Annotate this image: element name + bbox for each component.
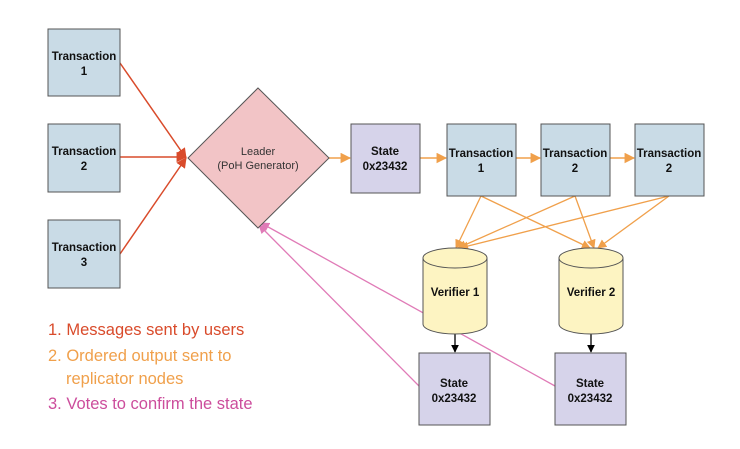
legend-item-ordered-output-continued: replicator nodes [66, 370, 183, 388]
arrow-out-tx1-to-verifier2 [480, 195, 591, 249]
verifier-2-state: State 0x23432 [554, 352, 627, 426]
legend: 1. Messages sent by users 2. Ordered out… [48, 321, 253, 413]
arrow-out-tx2-to-verifier1 [457, 195, 576, 249]
output-transaction-2: Transaction 2 [540, 123, 611, 197]
verifier-1-state-label: State [440, 378, 468, 390]
output-state-hash: 0x23432 [363, 161, 408, 173]
verifier-1: Verifier 1 [422, 247, 488, 335]
output-transaction-1-label: Transaction [449, 148, 514, 160]
verifier-2-state-label: State [576, 378, 604, 390]
verifier-1-state: State 0x23432 [418, 352, 491, 426]
leader-node: Leader (PoH Generator) [187, 87, 330, 229]
arrow-out-tx3-to-verifier2 [597, 195, 670, 249]
arrow-tx3-to-leader [119, 157, 187, 255]
input-transaction-1-number: 1 [81, 66, 88, 78]
verifier-2-state-hash: 0x23432 [568, 393, 613, 405]
input-transaction-2: Transaction 2 [47, 123, 121, 193]
output-transaction-1-number: 1 [478, 163, 485, 175]
output-transaction-3-number: 2 [666, 163, 672, 175]
arrow-vote-state2-to-leader [260, 222, 556, 387]
vote-arrows [258, 222, 556, 387]
legend-item-votes: 3. Votes to confirm the state [48, 395, 253, 413]
leader-sublabel: (PoH Generator) [217, 160, 298, 172]
verifier-2-label: Verifier 2 [567, 287, 616, 299]
arrow-out-tx3-to-verifier1 [459, 195, 670, 251]
arrow-tx1-to-leader [119, 62, 187, 159]
output-transaction-1: Transaction 1 [446, 123, 517, 197]
verifier-state-arrows [451, 334, 595, 353]
output-transaction-2-label: Transaction [543, 148, 608, 160]
input-transaction-3: Transaction 3 [47, 219, 121, 289]
legend-item-user-messages: 1. Messages sent by users [48, 321, 244, 339]
verifier-1-state-hash: 0x23432 [432, 393, 477, 405]
output-transaction-3: Transaction 2 [634, 123, 705, 197]
input-transaction-2-number: 2 [81, 161, 87, 173]
output-state-label: State [371, 146, 399, 158]
leader-label: Leader [241, 146, 276, 158]
input-transaction-1: Transaction 1 [47, 28, 121, 97]
user-arrows [119, 62, 188, 255]
input-transaction-1-label: Transaction [52, 51, 117, 63]
verifier-1-label: Verifier 1 [431, 287, 480, 299]
arrow-out-tx1-to-verifier1 [455, 195, 482, 249]
output-transaction-2-number: 2 [572, 163, 578, 175]
output-transaction-3-label: Transaction [637, 148, 702, 160]
arrow-out-tx2-to-verifier2 [574, 195, 596, 249]
output-state: State 0x23432 [350, 123, 421, 194]
replication-arrows [455, 195, 670, 251]
legend-item-ordered-output: 2. Ordered output sent to [48, 347, 231, 365]
verifier-2: Verifier 2 [558, 247, 624, 335]
arrow-vote-state1-to-leader [258, 224, 420, 387]
input-transaction-2-label: Transaction [52, 146, 117, 158]
input-transaction-3-number: 3 [81, 257, 87, 269]
input-transaction-3-label: Transaction [52, 242, 117, 254]
